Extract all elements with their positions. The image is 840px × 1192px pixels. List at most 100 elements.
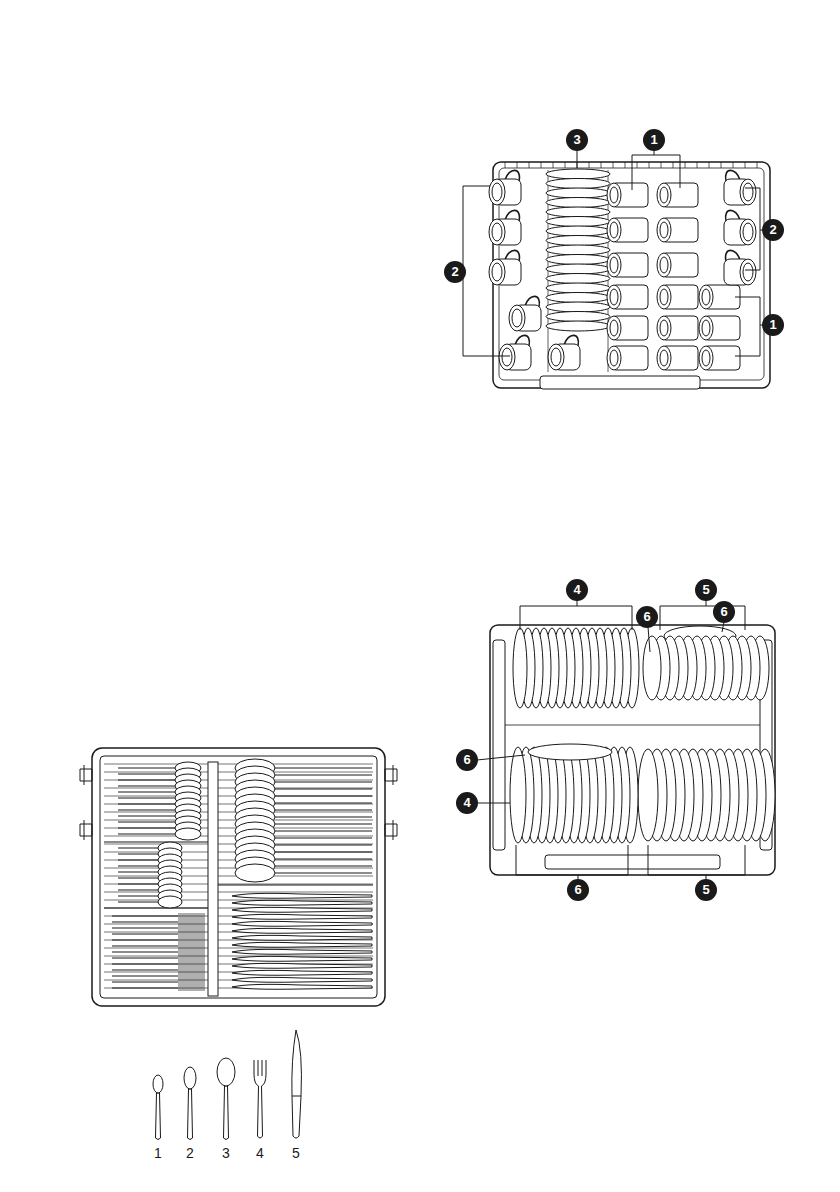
upper-basket [489,162,770,389]
dinner-plate [513,628,527,708]
item-number: 1 [154,1145,162,1161]
rack-wire [517,162,518,168]
rack-wire [673,162,674,168]
spoon-handle [270,803,372,804]
rack-wire [661,162,662,168]
basket-handle [545,855,720,869]
spoon-handle [118,834,178,835]
small-plate [643,636,661,700]
spoon-handle [270,824,372,825]
saucer [546,207,610,217]
rack-wire [709,162,710,168]
callout-circle: 6 [456,749,478,771]
fork-handle [112,946,178,947]
spoon-handle [270,817,372,818]
callout-number: 1 [650,133,657,147]
spoon-icon-bowl [184,1067,196,1089]
leader-line [577,150,578,168]
spoon-bowl [175,828,201,840]
fork-handle [112,928,178,929]
spoon-handle [270,845,372,846]
divider [218,884,373,885]
fork-tines [178,980,205,984]
saucer [546,169,610,179]
item-number: 5 [292,1145,300,1161]
knife [232,970,372,975]
dinner-plate [510,747,526,843]
saucer [546,226,610,236]
spoon-handle [270,775,372,776]
bracket [463,186,510,356]
fork-tines [178,974,205,978]
fork-handle [112,964,178,965]
clip [80,820,92,840]
glass-rim [657,285,671,309]
cup-rim [548,344,564,370]
glass-rim [699,316,713,340]
glass-rim [607,218,621,242]
cup-rim [740,179,756,205]
saucer [546,321,610,331]
saucer [546,312,610,322]
spoon-bowl [158,896,182,908]
cup-rim [740,259,756,285]
fork-icon [254,1060,266,1138]
spoon-handle [270,796,372,797]
small-plate [638,749,658,841]
cup [724,210,756,245]
callout-number: 3 [573,133,580,147]
fork-handle [112,940,178,941]
rack-wire [505,725,760,726]
glass-inside [702,320,710,336]
glass-rim [699,285,713,309]
cutlery-basket [80,748,397,1006]
glass-inside [610,289,618,305]
spoon-handle [270,810,372,811]
leader-line [648,627,650,652]
rack-wire [601,162,602,168]
spoon-handle [118,780,178,781]
spoon-handle [118,816,178,817]
clip [385,765,397,785]
glass-rim [607,346,621,370]
grid-wire [104,884,373,885]
rack-wire [589,162,590,168]
callout-circle: 6 [636,606,658,628]
glass-rim [657,253,671,277]
cup-rim [489,179,505,205]
divider [208,762,218,996]
fork-handle [112,958,178,959]
spoon-handle [118,890,160,891]
fork-handle [112,952,178,953]
cup [489,170,521,205]
rack-wire [637,162,638,168]
fork-tines [178,932,205,936]
cup-rim [489,219,505,245]
knife [232,900,372,905]
knife [232,921,372,926]
spoon-icon-bowl [217,1058,235,1086]
fork-tines [178,968,205,972]
rack-wire [757,162,758,168]
callout-circle: 6 [713,601,735,623]
glass-rim [657,316,671,340]
spoon-handle [118,872,160,873]
callout-circle: 3 [566,129,588,151]
fork-handle [112,916,178,917]
cup-inside [492,183,502,201]
rack-wire [565,162,566,168]
cup [509,296,541,331]
glass-rim [657,346,671,370]
knife [232,963,372,968]
leader-lines [463,150,764,880]
cup-inside [551,348,561,366]
leader-line [477,803,510,804]
platter [528,744,612,760]
glass-rim [607,285,621,309]
rack-wire [553,162,554,168]
fork-handle [112,988,178,989]
rack-wire [733,162,734,168]
bracket [516,845,628,880]
spoon-handle [118,896,160,897]
